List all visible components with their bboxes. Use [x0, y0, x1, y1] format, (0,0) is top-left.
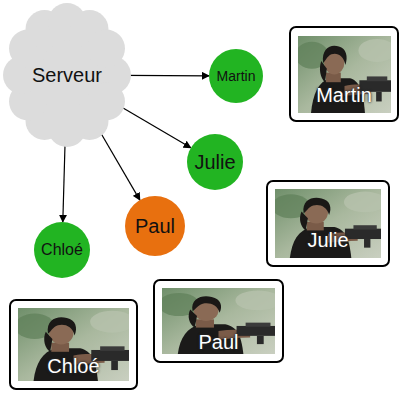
node-label: Martin: [217, 68, 256, 84]
photo: [159, 288, 281, 354]
photo: [272, 189, 386, 258]
picture-caption: Martin: [316, 84, 372, 107]
arrow-connector: [99, 130, 140, 200]
client-circle: Julie: [187, 134, 243, 190]
client-circle: Martin: [209, 49, 263, 103]
arrow-connector: [119, 105, 191, 147]
client-picture: Martin: [289, 26, 399, 122]
node-label: Serveur: [32, 64, 102, 87]
photo: [295, 36, 395, 113]
node-label: Paul: [135, 215, 175, 238]
photo: [15, 308, 135, 381]
picture-caption: Chloé: [47, 355, 99, 378]
arrow-connector: [63, 141, 65, 222]
node-label: Chloé: [41, 241, 83, 259]
client-picture: Paul: [153, 279, 284, 363]
picture-caption: Paul: [198, 331, 238, 354]
arrow-connector: [125, 75, 209, 77]
client-circle: Chloé: [34, 222, 90, 278]
client-circle: Paul: [125, 196, 185, 256]
picture-caption: Julie: [307, 229, 348, 252]
client-picture: Chloé: [9, 299, 138, 390]
client-picture: Julie: [266, 180, 390, 267]
server-cloud: Serveur: [2, 2, 132, 148]
node-label: Julie: [194, 151, 235, 174]
